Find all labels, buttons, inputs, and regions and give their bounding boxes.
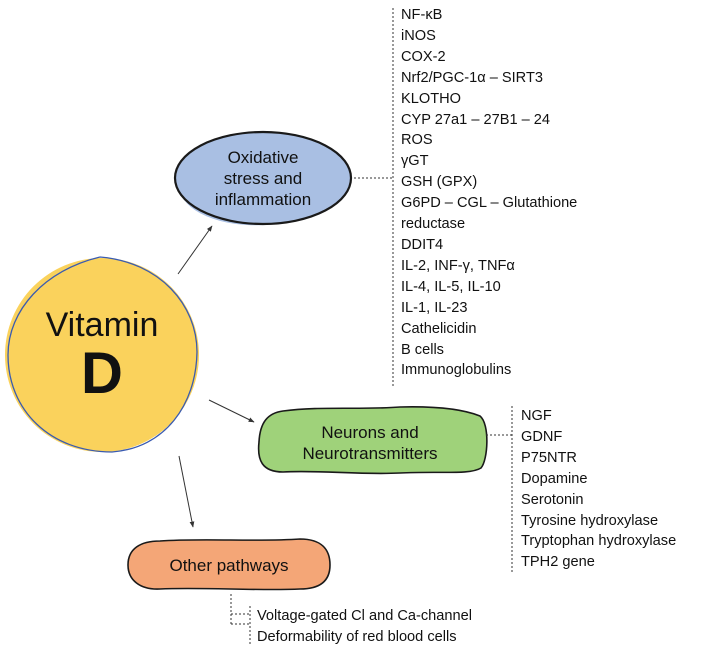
- list-item: CYP 27a1 – 27B1 – 24: [401, 111, 551, 128]
- oxidative-marker-list: NF-κB iNOS COX-2 Nrf2/PGC-1α – SIRT3 KLO…: [401, 5, 577, 381]
- list-item: Immunoglobulins: [401, 362, 512, 379]
- list-item: iNOS: [401, 27, 436, 44]
- vitamin-d-circle: [5, 258, 199, 452]
- list-item: γGT: [401, 153, 429, 170]
- list-item: COX-2: [401, 48, 446, 65]
- list-item: B cells: [401, 341, 444, 358]
- list-item: Nrf2/PGC-1α – SIRT3: [401, 69, 543, 86]
- neurons-node-shape: [257, 406, 488, 475]
- arrow-to-oxidative: [177, 225, 213, 275]
- vitamin-word: Vitamin: [45, 306, 159, 344]
- list-item: Deformability of red blood cells: [257, 628, 457, 645]
- list-item: GDNF: [521, 428, 563, 445]
- list-item: KLOTHO: [401, 90, 462, 107]
- arrow-to-neurons: [208, 399, 255, 423]
- list-item: G6PD – CGL – Glutathione: [401, 195, 578, 212]
- list-item: Tryptophan hydroxylase: [521, 533, 677, 550]
- list-item: NGF: [521, 408, 552, 424]
- neurons-node-label: Neurons and Neurotransmitters: [302, 423, 438, 463]
- list-item: TPH2 gene: [521, 554, 595, 571]
- list-item: reductase: [401, 216, 466, 233]
- arrow-to-other: [178, 455, 195, 528]
- list-item: Dopamine: [521, 470, 588, 487]
- other-marker-list: Voltage-gated Cl and Ca-channel Deformab…: [257, 606, 472, 648]
- vitamin-d-label: Vitamin D: [22, 300, 182, 410]
- list-item: IL-2, INF-γ, TNFα: [401, 257, 515, 274]
- list-item: Cathelicidin: [401, 320, 477, 337]
- oxidative-node-shape: [173, 130, 353, 226]
- vitamin-letter: D: [81, 341, 123, 406]
- vitamin-d-outline: [7, 256, 198, 453]
- list-item: Serotonin: [521, 491, 584, 508]
- list-item: Tyrosine hydroxylase: [521, 512, 659, 529]
- list-item: ROS: [401, 132, 433, 149]
- other-node-shape: [127, 538, 331, 591]
- list-item: P75NTR: [521, 449, 577, 466]
- list-item: NF-κB: [401, 7, 443, 23]
- list-item: IL-1, IL-23: [401, 299, 468, 316]
- oxidative-node-label: Oxidative stress and inflammation: [214, 147, 312, 209]
- other-node-label: Other pathways: [169, 555, 289, 575]
- list-item: DDIT4: [401, 236, 444, 253]
- list-item: GSH (GPX): [401, 174, 478, 191]
- neurons-marker-list: NGF GDNF P75NTR Dopamine Serotonin Tyros…: [521, 406, 676, 573]
- list-item: Voltage-gated Cl and Ca-channel: [257, 608, 473, 624]
- list-item: IL-4, IL-5, IL-10: [401, 278, 501, 295]
